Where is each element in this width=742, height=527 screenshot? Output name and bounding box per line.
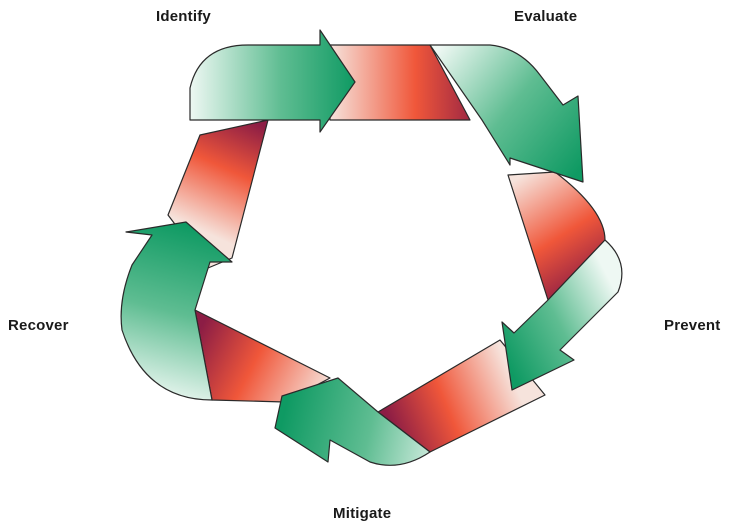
stage-label-mitigate: Mitigate — [333, 505, 391, 522]
stage-label-evaluate: Evaluate — [514, 8, 577, 25]
stage-label-identify: Identify — [156, 8, 211, 25]
stage-label-recover: Recover — [8, 317, 69, 334]
stage-label-prevent: Prevent — [664, 317, 720, 334]
arrow-identify — [190, 30, 355, 132]
